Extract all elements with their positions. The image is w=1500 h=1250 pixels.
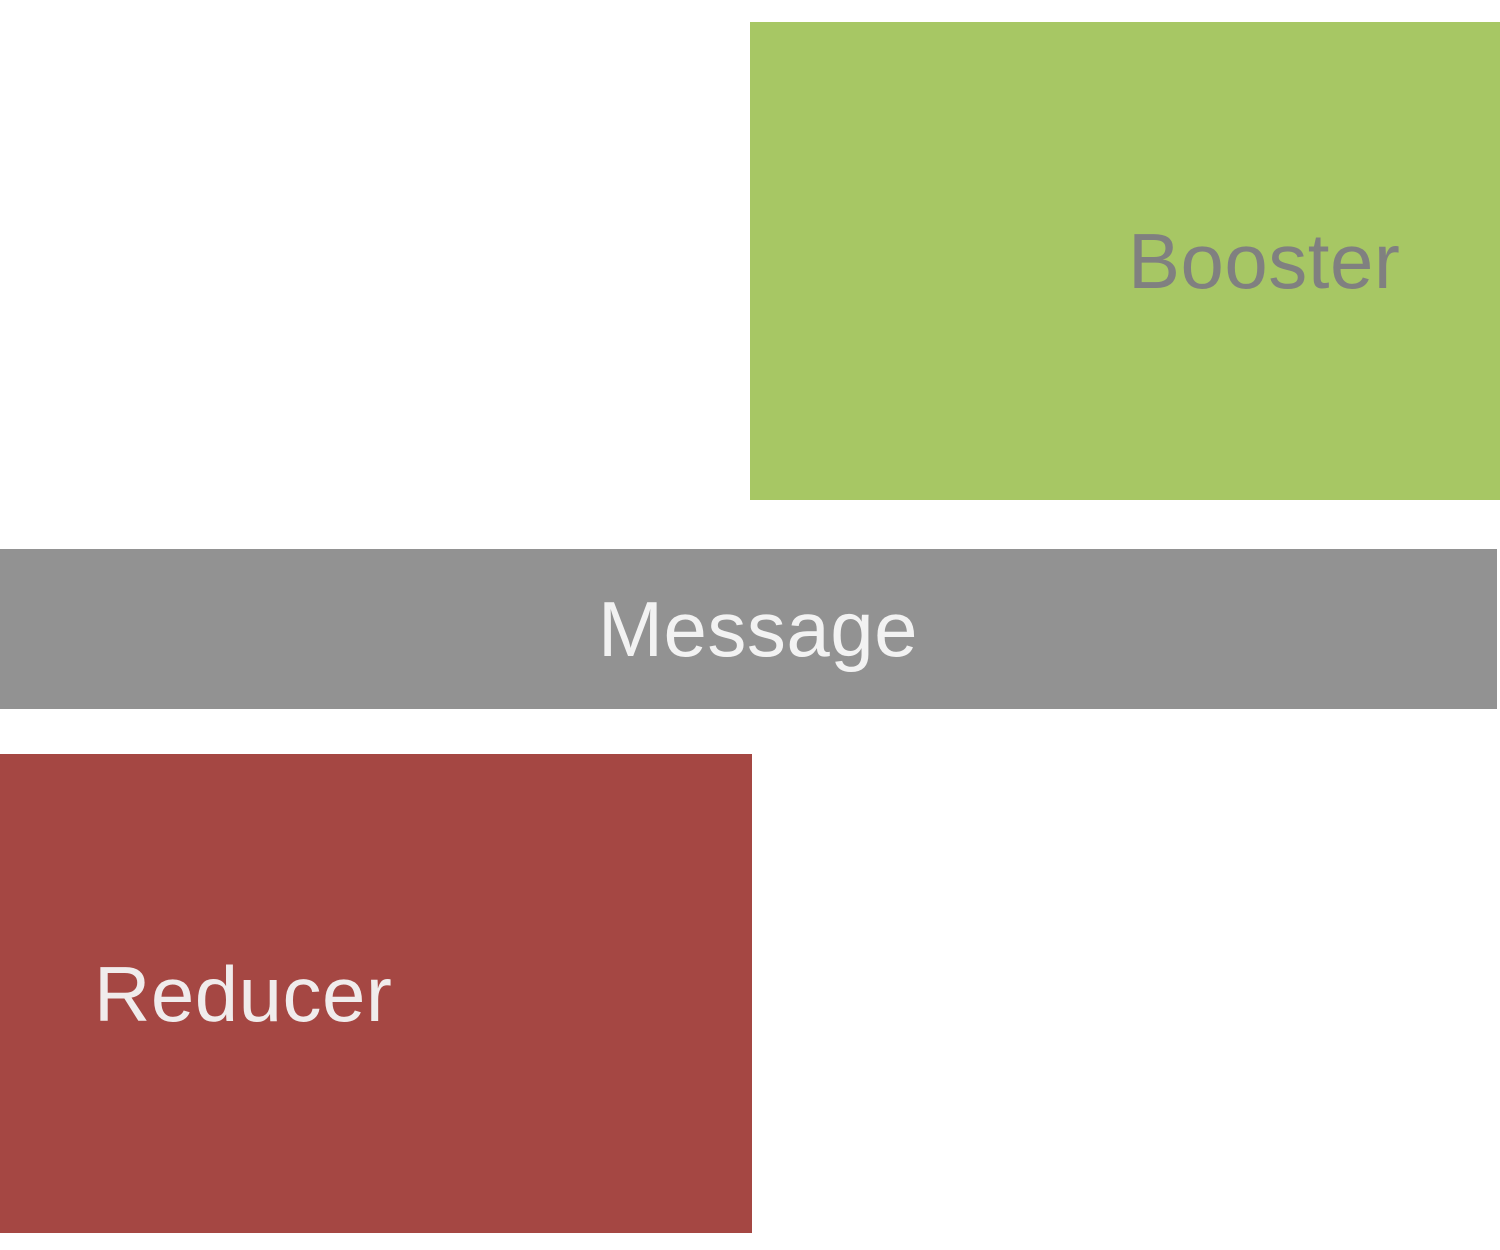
message-block[interactable]: Message (0, 549, 1497, 709)
message-block-label: Message (598, 585, 918, 673)
booster-block[interactable]: Booster (750, 22, 1500, 500)
reducer-block-label: Reducer (94, 949, 393, 1038)
booster-block-label: Booster (1128, 217, 1401, 305)
reducer-block[interactable]: Reducer (0, 754, 752, 1233)
